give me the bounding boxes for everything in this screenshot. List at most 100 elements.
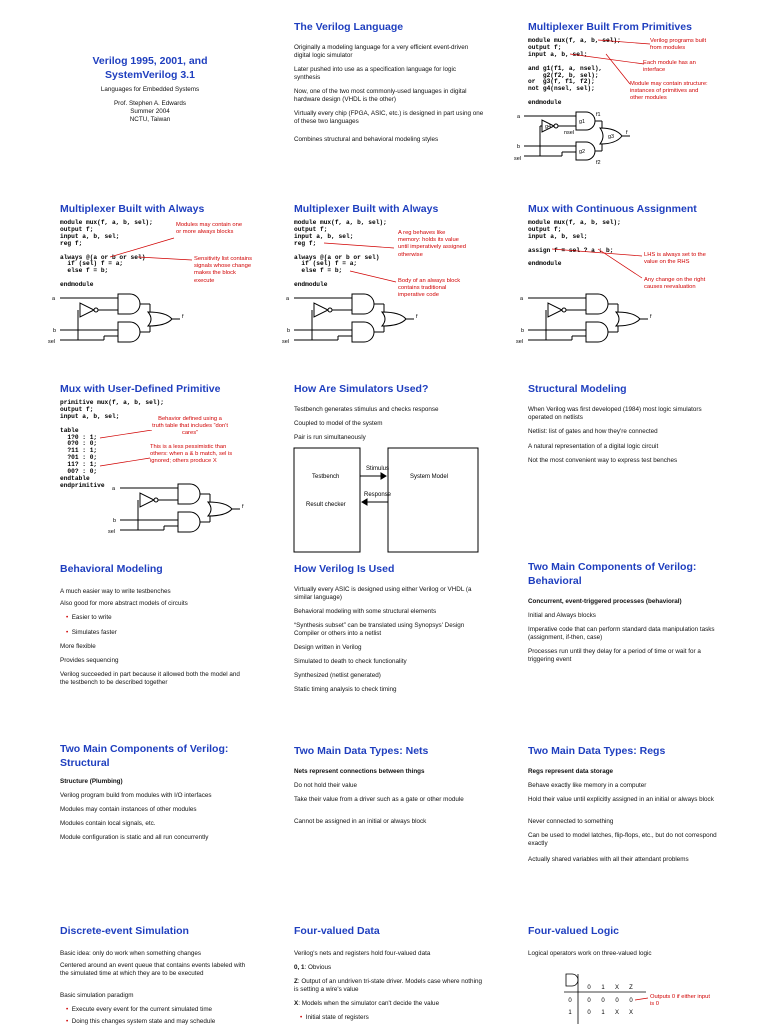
label-a: a xyxy=(517,114,521,120)
paragraph: Can be used to model latches, flip-flops… xyxy=(528,832,717,848)
annotation: Modules may contain one or more always b… xyxy=(176,222,243,236)
bullet-item: • Initial state of registers xyxy=(300,1014,484,1022)
paragraph: When Verilog was first developed (1984) … xyxy=(528,406,702,422)
bullet-text: Simulates faster xyxy=(71,629,117,636)
slide-title: The Verilog Language xyxy=(294,21,404,33)
annotation: This is a less pessimistic than others: … xyxy=(150,444,233,465)
bullet-text: Execute every event for the current simu… xyxy=(71,1006,213,1013)
title-line: Two Main Components of Verilog: xyxy=(528,561,697,573)
paragraph: Synthesized (netlist generated) xyxy=(294,672,381,679)
label-g3: g3 xyxy=(608,134,614,140)
paragraph: Virtually every chip (FPGA, ASIC, etc.) … xyxy=(294,110,484,126)
paragraph: Basic idea: only do work when something … xyxy=(60,950,202,957)
slide-title: Two Main Components of Verilog: Behavior… xyxy=(528,560,728,588)
paragraph: Cannot be assigned in an initial or alwa… xyxy=(294,818,427,825)
paragraph: Verilog succeeded in part because it all… xyxy=(60,671,240,687)
label-nsel: nsel xyxy=(564,130,574,136)
label-sel: sel xyxy=(282,339,289,345)
annotation: Sensitivity list contains signals whose … xyxy=(194,256,252,284)
annotation: LHS is always set to the value on the RH… xyxy=(644,252,706,266)
annotation: Any change on the right causes reevaluat… xyxy=(644,277,706,291)
paragraph: Processes run until they delay for a per… xyxy=(528,648,701,664)
title-line: Behavioral xyxy=(528,575,582,587)
paragraph: Coupled to model of the system xyxy=(294,420,383,427)
annotation-arrows xyxy=(551,248,643,279)
paragraph: More flexible xyxy=(60,643,96,650)
paragraph: Not the most convenient way to express t… xyxy=(528,457,678,464)
paragraph: Never connected to something xyxy=(528,818,614,825)
paragraph: Originally a modeling language for a ver… xyxy=(294,44,469,60)
definition: : Models when the simulator can't decide… xyxy=(298,1000,440,1007)
paragraph: Modules contain local signals, etc. xyxy=(60,820,156,827)
label-a: a xyxy=(52,296,56,302)
slide-title: Discrete-event Simulation xyxy=(60,925,189,937)
label-g1: g1 xyxy=(579,119,585,125)
header-cell: 0 xyxy=(587,985,591,991)
subtitle: Languages for Embedded Systems xyxy=(100,86,200,93)
header-cell: 1 xyxy=(601,985,605,991)
mux-gate-schematic: a b sel f xyxy=(516,293,652,345)
paragraph: Do not hold their value xyxy=(294,782,358,789)
bullet-icon: • xyxy=(300,1014,303,1021)
paragraph: Now, one of the two most commonly-used l… xyxy=(294,88,467,104)
paragraph: “Synthesis subset” can be translated usi… xyxy=(294,622,465,638)
bullet-icon: • xyxy=(66,1006,69,1013)
code-block: module mux(f, a, b, sel); output f; inpu… xyxy=(60,219,153,289)
annotation-arrows xyxy=(99,430,153,467)
annotation: Module may contain structure: instances … xyxy=(630,81,708,102)
paragraph: Pair is run simultaneously xyxy=(294,434,366,441)
label-sel: sel xyxy=(514,156,521,162)
and-truth-table: 0 1 X Z 0 0 0 0 0 1 0 1 X X xyxy=(564,973,649,1024)
testbench-diagram: Testbench Result checker System Model St… xyxy=(293,447,479,553)
title-line: Two Main Components of Verilog: xyxy=(60,743,229,755)
term: Z xyxy=(294,978,298,985)
slide-title: How Verilog Is Used xyxy=(294,563,395,575)
header-cell: Z xyxy=(629,985,633,991)
bullet-item: • Simulates faster xyxy=(66,629,246,637)
slide-title: Four-valued Logic xyxy=(528,925,620,937)
annotation: A reg behaves like memory: holds its val… xyxy=(398,230,466,258)
title-line: SystemVerilog 3.1 xyxy=(105,69,195,81)
slide-title: Multiplexer Built with Always xyxy=(60,203,205,215)
heading: Regs represent data storage xyxy=(528,768,614,775)
bullet-item: • Easier to write xyxy=(66,614,246,622)
label-f2: f2 xyxy=(596,160,601,166)
label-f: f xyxy=(626,130,628,136)
annotation: Verilog programs built from modules xyxy=(650,38,707,52)
row-header: 1 xyxy=(568,1010,572,1016)
table-cell: 0 xyxy=(601,998,605,1004)
author: Prof. Stephen A. Edwards xyxy=(113,100,187,107)
annotation: Behavior defined using a truth table tha… xyxy=(152,416,228,437)
label-f1: f1 xyxy=(596,112,601,118)
table-cell: X xyxy=(615,1010,619,1016)
label-g2: g2 xyxy=(579,149,585,155)
paragraph: Module configuration is static and all r… xyxy=(60,834,209,841)
table-cell: 0 xyxy=(587,998,591,1004)
paragraph: Later pushed into use as a specification… xyxy=(294,66,457,82)
label-a: a xyxy=(520,296,524,302)
paragraph: Behave exactly like memory in a computer xyxy=(528,782,647,789)
date: Summer 2004 xyxy=(130,108,170,115)
label-f: f xyxy=(182,314,184,320)
definition: : Obvious xyxy=(304,964,332,971)
heading: Structure (Plumbing) xyxy=(60,778,123,785)
paragraph: Hold their value until explicitly assign… xyxy=(528,796,714,803)
slide-title: How Are Simulators Used? xyxy=(294,383,429,395)
label-b: b xyxy=(287,328,290,334)
paragraph: Simulated to death to check functionalit… xyxy=(294,658,407,665)
code-block: module mux(f, a, b, sel); output f; inpu… xyxy=(294,219,387,289)
slide-title: Structural Modeling xyxy=(528,383,627,395)
table-cell: X xyxy=(629,1010,633,1016)
annotation-arrows xyxy=(323,242,397,283)
bullet-text: Easier to write xyxy=(71,614,112,621)
paragraph: Actually shared variables with all their… xyxy=(528,856,689,863)
code-block: primitive mux(f, a, b, sel); output f; i… xyxy=(60,399,164,489)
system-model-box xyxy=(387,447,479,553)
mux-gate-schematic: a b sel f xyxy=(108,483,244,535)
annotation: Each module has an interface xyxy=(643,60,696,74)
label-sel: sel xyxy=(48,339,55,345)
annotation: Outputs 0 if either input is 0 xyxy=(650,994,710,1008)
term: X xyxy=(294,1000,299,1007)
paragraph: Provides sequencing xyxy=(60,657,119,664)
paragraph: A much easier way to write testbenches xyxy=(60,588,171,595)
